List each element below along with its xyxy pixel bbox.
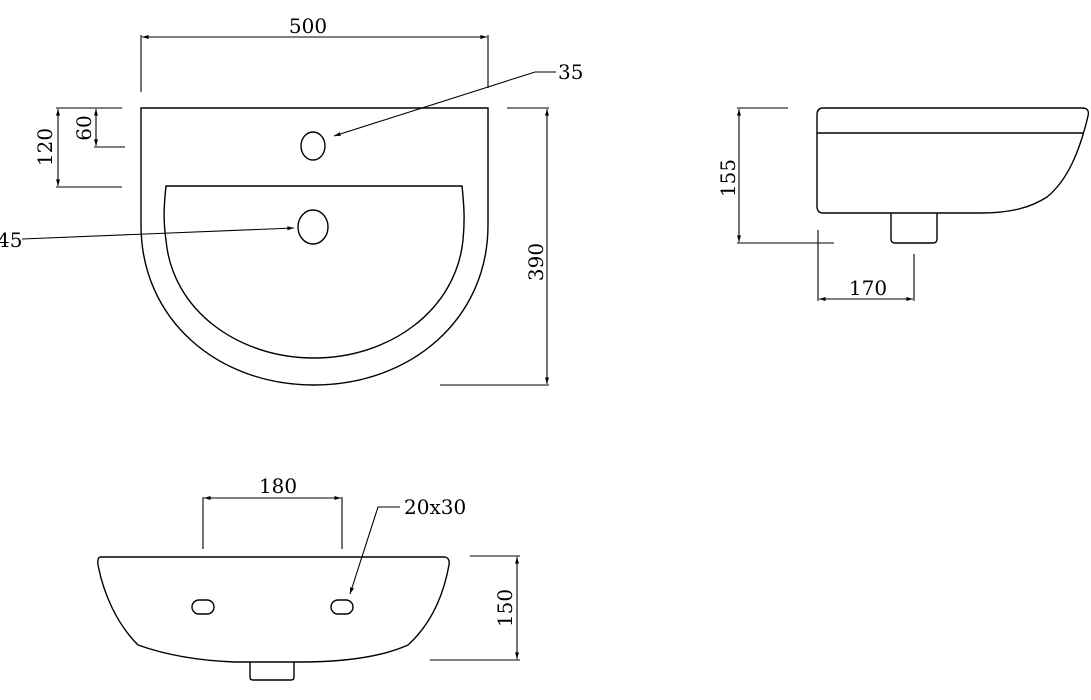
top-view: 500 35 45 120 60 390 [0,14,583,386]
basin-outline [140,107,489,386]
fixing-hole-leader [349,506,400,595]
side-waste-outlet [890,213,938,244]
fixing-hole-label: 20x30 [404,495,466,519]
waste-hole-leader [21,226,295,240]
side-view: 155 170 [716,107,1090,301]
waste-hole-label: 45 [0,228,22,252]
side-body-outline [816,107,1090,214]
front-view: 180 20x30 150 [97,474,520,681]
depth-label: 390 [524,243,548,281]
front-body-outline [97,556,450,663]
tap-hole-leader [333,71,556,137]
tap-offset-small-label: 60 [72,115,96,140]
front-height-label: 150 [493,589,517,627]
side-height-label: 155 [716,159,740,197]
front-waste-outlet [249,662,295,681]
width-label: 500 [289,14,327,38]
tap-hole [300,131,326,161]
waste-offset-label: 170 [849,276,887,300]
tap-offset-label: 120 [33,128,57,166]
fixing-slot-right [330,599,354,615]
waste-hole [297,209,329,245]
bowl-outline [163,185,465,359]
fixing-spacing-label: 180 [259,474,297,498]
fixing-slot-left [191,599,215,615]
tap-hole-label: 35 [558,60,583,84]
